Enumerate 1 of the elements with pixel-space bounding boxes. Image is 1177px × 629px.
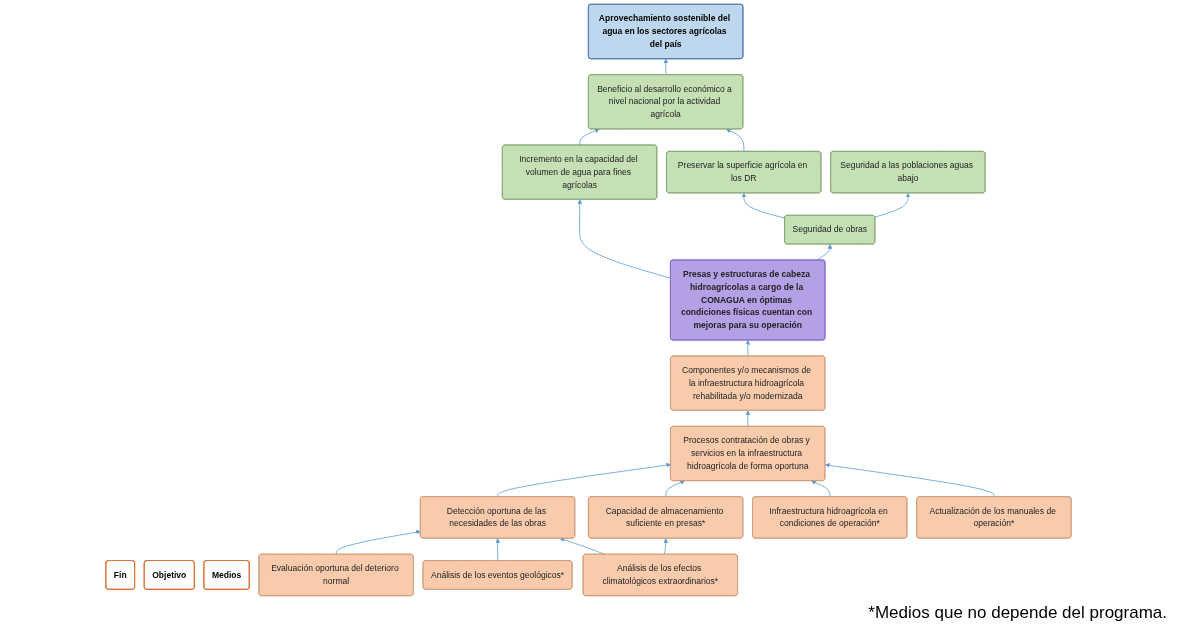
footnote: *Medios que no depende del programa. [868,603,1167,623]
